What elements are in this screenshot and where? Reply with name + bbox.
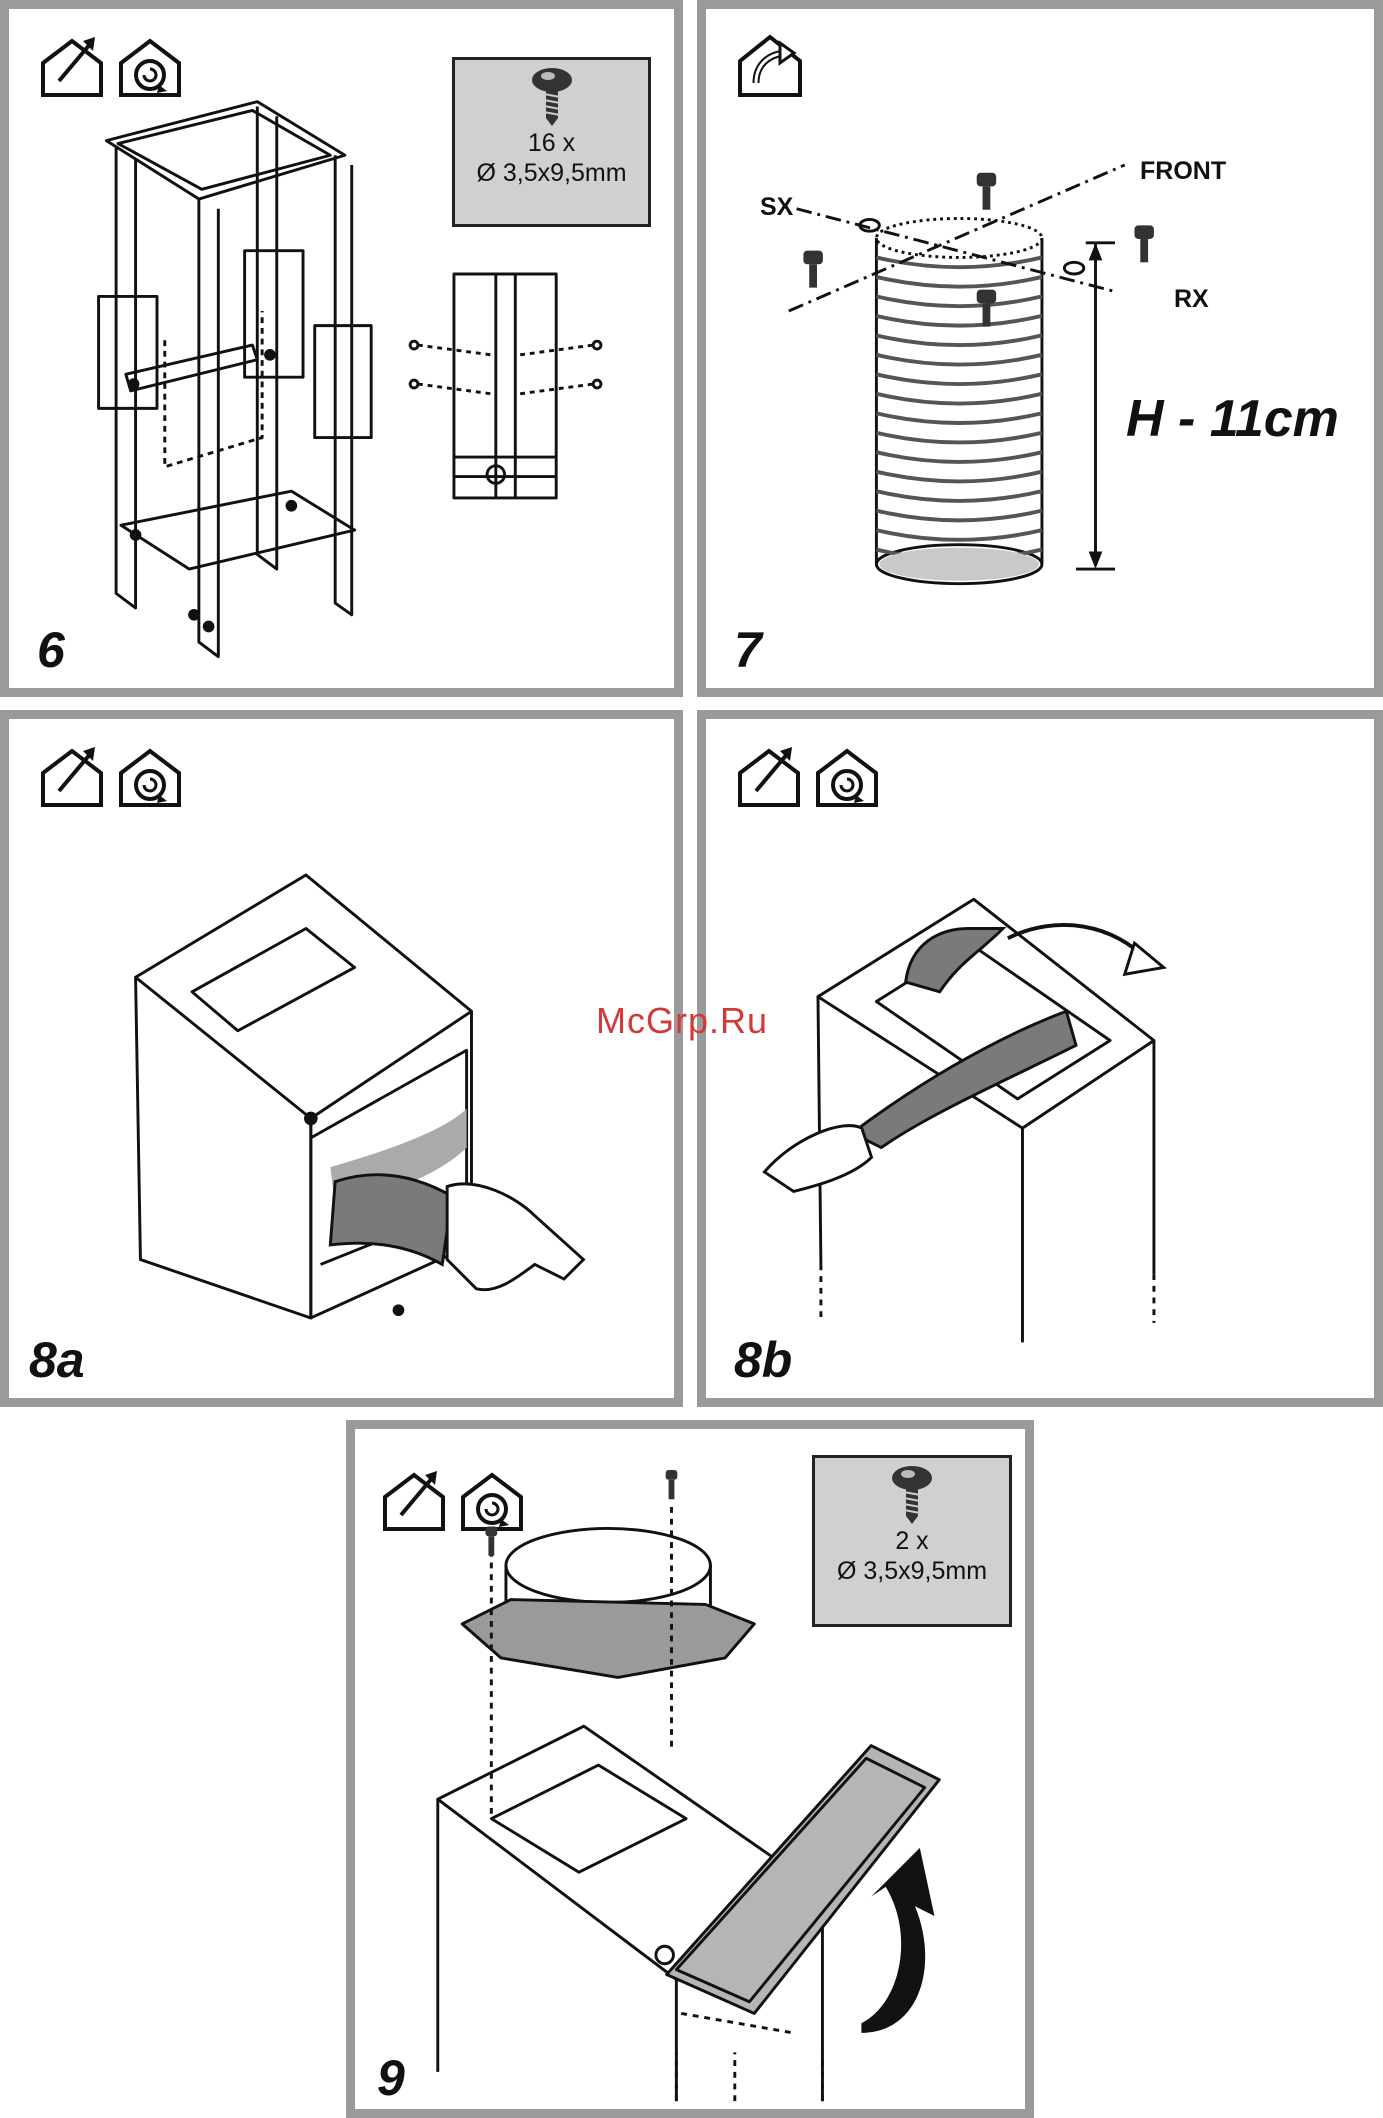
panel-step-8b: 8b (697, 710, 1383, 1407)
step-number: 7 (734, 621, 762, 679)
hood-box-tape-removal-drawing (706, 719, 1374, 1398)
frame-assembly-drawing (9, 9, 674, 688)
panel-step-9: 2 x Ø 3,5x9,5mm (346, 1420, 1034, 2118)
hood-box-tape-drawing (9, 719, 674, 1398)
collar-and-filter-drawing (355, 1429, 1025, 2109)
panel-step-8a: 8a (0, 710, 683, 1407)
sx-label: SX (760, 193, 793, 222)
panel-step-7: FRONT SX RX H - 11cm 7 (697, 0, 1383, 697)
rx-label: RX (1174, 285, 1209, 314)
front-label: FRONT (1140, 157, 1226, 186)
panel-step-6: 16 x Ø 3,5x9,5mm (0, 0, 683, 697)
step-number: 8b (734, 1331, 792, 1389)
step-number: 6 (37, 621, 65, 679)
step-number: 9 (377, 2049, 405, 2107)
watermark-text: McGrp.Ru (596, 1000, 768, 1042)
step-number: 8a (29, 1331, 85, 1389)
duct-drawing (706, 9, 1374, 688)
height-label: H - 11cm (1126, 389, 1339, 449)
